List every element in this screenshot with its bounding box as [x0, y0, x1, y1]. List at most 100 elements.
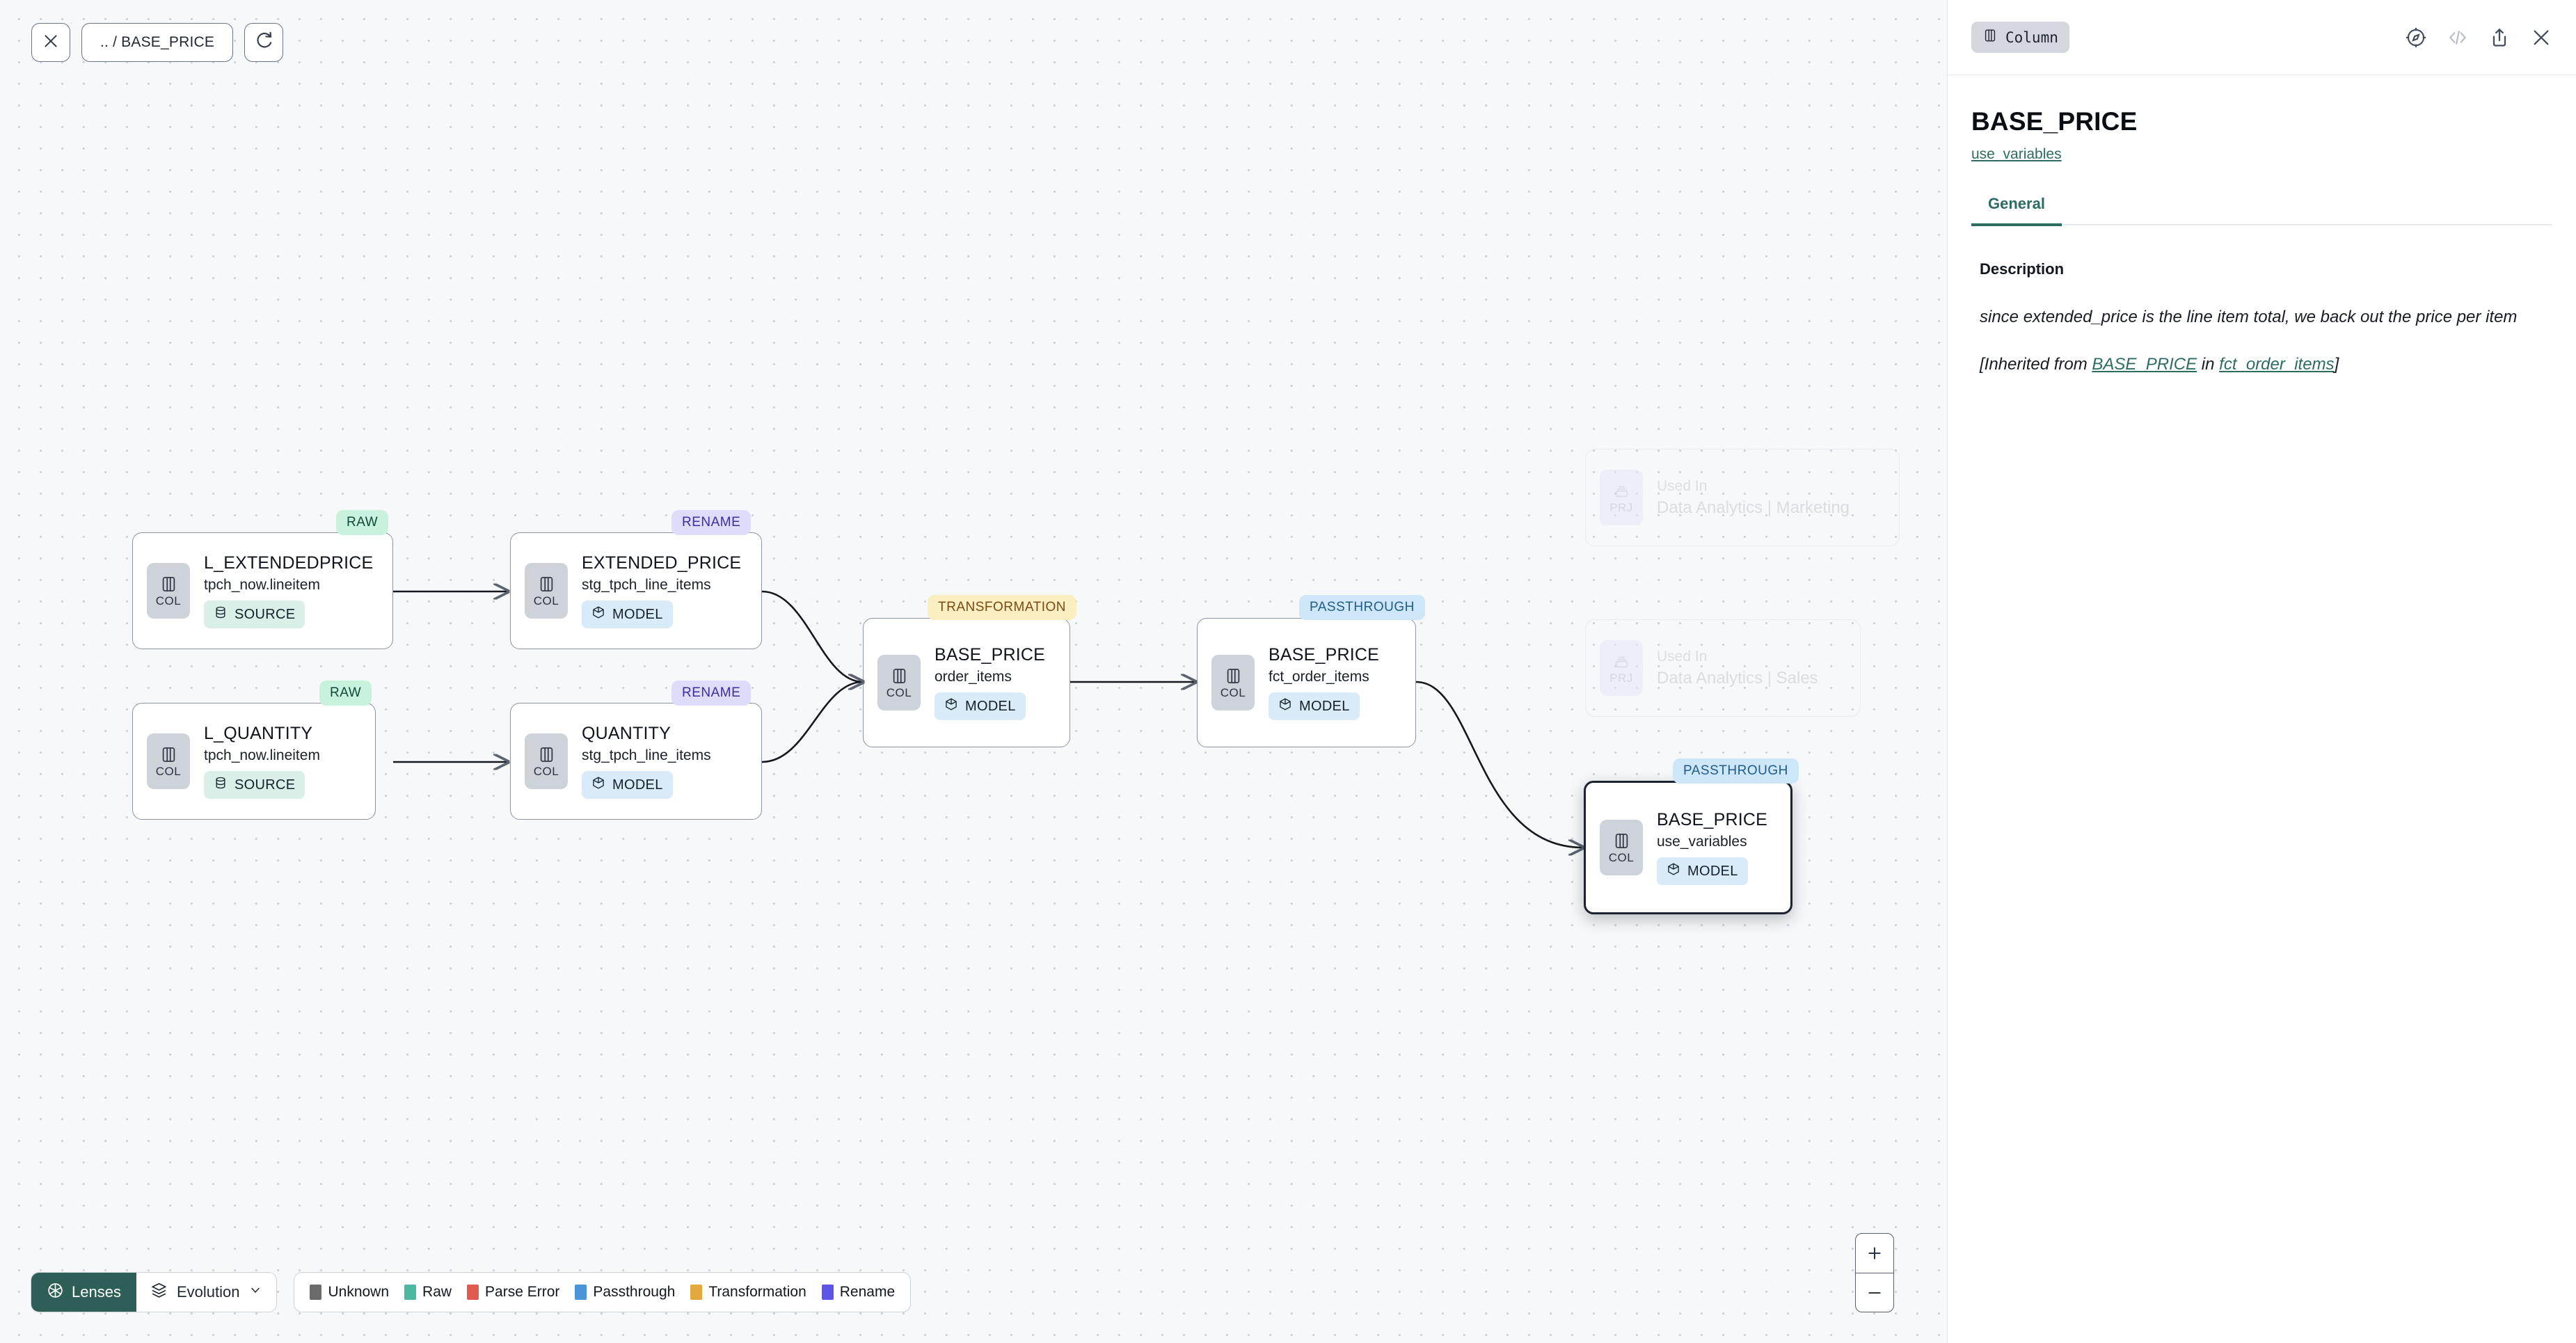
- share-icon[interactable]: [2488, 26, 2511, 49]
- evolution-label: Evolution: [176, 1283, 240, 1301]
- breadcrumb[interactable]: .. / BASE_PRICE: [81, 23, 234, 62]
- used-in-label: Used In: [1657, 477, 1708, 494]
- evolution-dropdown[interactable]: Evolution: [136, 1273, 277, 1312]
- close-icon[interactable]: [2530, 26, 2552, 49]
- node-type-pill: MODEL: [582, 771, 673, 799]
- lineage-node[interactable]: COL BASE_PRICE fct_order_items MODEL: [1197, 618, 1416, 747]
- panel-tabs: General: [1971, 195, 2552, 226]
- entity-kind-chip[interactable]: Column: [1971, 22, 2069, 53]
- cube-icon: [1278, 697, 1292, 715]
- lineage-node[interactable]: COL L_QUANTITY tpch_now.lineitem SOURCE: [132, 703, 376, 820]
- node-title: BASE_PRICE: [1657, 810, 1768, 829]
- database-icon: [214, 605, 228, 623]
- node-title: BASE_PRICE: [1269, 645, 1380, 665]
- used-in-name: Data Analytics | Marketing: [1657, 498, 1850, 517]
- inherited-middle: in: [2197, 354, 2220, 374]
- col-badge: COL: [1211, 655, 1255, 710]
- lineage-canvas[interactable]: .. / BASE_PRICE COL L_EXTENDEDPRICE tpch…: [0, 0, 1947, 1343]
- legend-swatch: [821, 1285, 834, 1300]
- prj-badge: PRJ: [1600, 640, 1643, 696]
- legend-item[interactable]: Passthrough: [575, 1284, 675, 1301]
- used-in-label: Used In: [1657, 648, 1708, 665]
- node-pill-label: MODEL: [612, 777, 663, 793]
- col-badge-label: COL: [886, 686, 912, 699]
- node-pill-label: SOURCE: [234, 777, 296, 793]
- node-type-pill: MODEL: [1657, 857, 1748, 885]
- inherited-model-link[interactable]: fct_order_items: [2219, 354, 2335, 374]
- node-pill-label: MODEL: [1687, 863, 1738, 879]
- lineage-node[interactable]: COL BASE_PRICE order_items MODEL: [863, 618, 1070, 747]
- node-subtitle: tpch_now.lineitem: [204, 577, 320, 593]
- node-tag-passthrough: PASSTHROUGH: [1299, 595, 1425, 620]
- description-text: since extended_price is the line item to…: [1980, 308, 2518, 326]
- lineage-node[interactable]: COL QUANTITY stg_tpch_line_items MODEL: [510, 703, 762, 820]
- cube-icon: [1667, 862, 1680, 880]
- legend-item[interactable]: Unknown: [310, 1284, 389, 1301]
- details-panel: Column BASE_PRICE use_variables General …: [1947, 0, 2576, 1343]
- node-type-pill: MODEL: [935, 692, 1026, 720]
- legend-label: Parse Error: [485, 1284, 560, 1300]
- col-badge-label: COL: [533, 765, 559, 778]
- lenses-button[interactable]: Lenses: [31, 1273, 136, 1312]
- legend-swatch: [575, 1285, 587, 1300]
- lineage-node[interactable]: COL L_EXTENDEDPRICE tpch_now.lineitem SO…: [132, 532, 393, 649]
- node-title: QUANTITY: [582, 724, 671, 743]
- used-in-card[interactable]: PRJ Used In Data Analytics | Sales: [1585, 619, 1861, 717]
- panel-header-actions: [2405, 26, 2552, 49]
- tab-general[interactable]: General: [1971, 195, 2062, 226]
- node-tag-raw: RAW: [319, 681, 372, 706]
- legend-swatch: [404, 1285, 417, 1300]
- legend-label: Unknown: [328, 1284, 390, 1300]
- prj-badge-label: PRJ: [1609, 501, 1633, 514]
- legend-swatch: [467, 1285, 479, 1300]
- col-badge: COL: [147, 733, 190, 789]
- close-button[interactable]: [31, 23, 70, 62]
- node-tag-passthrough: PASSTHROUGH: [1673, 758, 1799, 784]
- description-label: Description: [1980, 260, 2065, 278]
- lenses-label: Lenses: [72, 1283, 121, 1301]
- node-pill-label: MODEL: [965, 698, 1016, 714]
- node-subtitle: order_items: [935, 669, 1012, 685]
- node-type-pill: MODEL: [582, 601, 673, 628]
- canvas-toolbar: .. / BASE_PRICE: [31, 23, 284, 62]
- aperture-icon: [47, 1282, 64, 1303]
- inherited-note: [Inherited from BASE_PRICE in fct_order_…: [1980, 355, 2548, 374]
- entity-kind-label: Column: [2005, 29, 2058, 46]
- zoom-controls: [1855, 1233, 1894, 1312]
- node-tag-raw: RAW: [336, 510, 389, 535]
- legend-label: Passthrough: [593, 1284, 676, 1300]
- node-pill-label: SOURCE: [234, 606, 296, 622]
- lineage-node-selected[interactable]: COL BASE_PRICE use_variables MODEL: [1584, 781, 1792, 914]
- col-badge: COL: [525, 733, 568, 789]
- legend-item[interactable]: Transformation: [690, 1284, 806, 1301]
- parent-model-link[interactable]: use_variables: [1971, 146, 2062, 162]
- inherited-column-link[interactable]: BASE_PRICE: [2092, 354, 2197, 374]
- cube-icon: [944, 697, 958, 715]
- zoom-in-button[interactable]: [1856, 1234, 1893, 1273]
- node-type-pill: SOURCE: [204, 601, 305, 628]
- column-icon: [1982, 28, 1998, 47]
- lenses-group: Lenses Evolution: [31, 1272, 278, 1312]
- database-icon: [214, 776, 228, 794]
- col-badge-label: COL: [533, 594, 559, 607]
- used-in-card[interactable]: PRJ Used In Data Analytics | Marketing: [1585, 449, 1900, 546]
- compass-icon[interactable]: [2405, 26, 2427, 49]
- node-subtitle: use_variables: [1657, 834, 1747, 850]
- legend-item[interactable]: Parse Error: [467, 1284, 559, 1301]
- legend-label: Rename: [839, 1284, 896, 1300]
- legend: Unknown Raw Parse Error Passthrough Tran…: [294, 1272, 912, 1312]
- legend-swatch: [310, 1285, 322, 1300]
- legend-item[interactable]: Rename: [821, 1284, 896, 1301]
- col-badge-label: COL: [1608, 851, 1635, 864]
- legend-swatch: [690, 1285, 703, 1300]
- cube-icon: [591, 605, 605, 623]
- code-icon[interactable]: [2447, 26, 2469, 49]
- zoom-out-button[interactable]: [1856, 1273, 1893, 1312]
- lineage-node[interactable]: COL EXTENDED_PRICE stg_tpch_line_items M…: [510, 532, 762, 649]
- bottom-toolbar: Lenses Evolution Unknown Raw: [31, 1272, 912, 1312]
- col-badge: COL: [877, 655, 921, 710]
- node-title: L_EXTENDEDPRICE: [204, 553, 374, 573]
- legend-item[interactable]: Raw: [404, 1284, 452, 1301]
- page-title: BASE_PRICE: [1971, 107, 2138, 136]
- refresh-button[interactable]: [244, 23, 284, 62]
